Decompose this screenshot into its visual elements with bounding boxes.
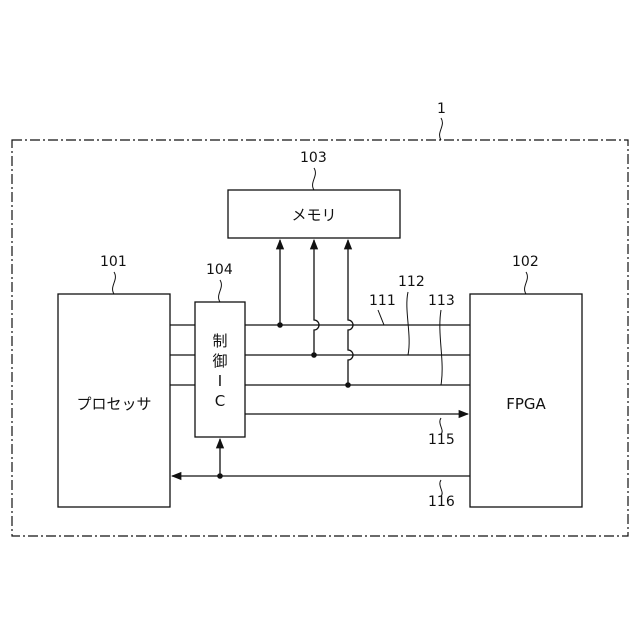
control-ic-label-4: C [215,392,225,410]
control-ic-label-2: 御 [212,352,227,370]
bus-111-leader [378,310,384,325]
bus-112-leader [407,292,409,355]
memory-tap-112 [314,240,319,355]
junction-112 [311,352,317,358]
bus-115-ref: 115 [428,432,455,448]
fpga-ref: 102 [512,254,539,270]
fpga-label: FPGA [506,395,546,413]
memory-ref: 103 [300,150,327,166]
memory-ref-leader [313,168,316,190]
bus-112-ref: 112 [398,274,425,290]
system-ref-leader [440,118,443,140]
memory-label: メモリ [291,206,336,224]
bus-116-ref: 116 [428,494,455,510]
processor-label: プロセッサ [76,395,151,413]
fpga-ref-leader [525,272,528,294]
control-ic-label-3: I [218,372,222,390]
bus-111-ref: 111 [369,293,396,309]
system-ref: 1 [437,101,446,117]
processor-ref-leader [113,272,116,294]
junction-113 [345,382,351,388]
bus-113-ref: 113 [428,293,455,309]
bus-113-leader [440,310,442,385]
control-ic-ref-leader [219,280,222,302]
processor-ref: 101 [100,254,127,270]
memory-tap-113 [348,240,353,385]
control-ic-ref: 104 [206,262,233,278]
control-ic-label-1: 制 [212,332,227,350]
junction-111 [277,322,283,328]
junction-116 [217,473,223,479]
